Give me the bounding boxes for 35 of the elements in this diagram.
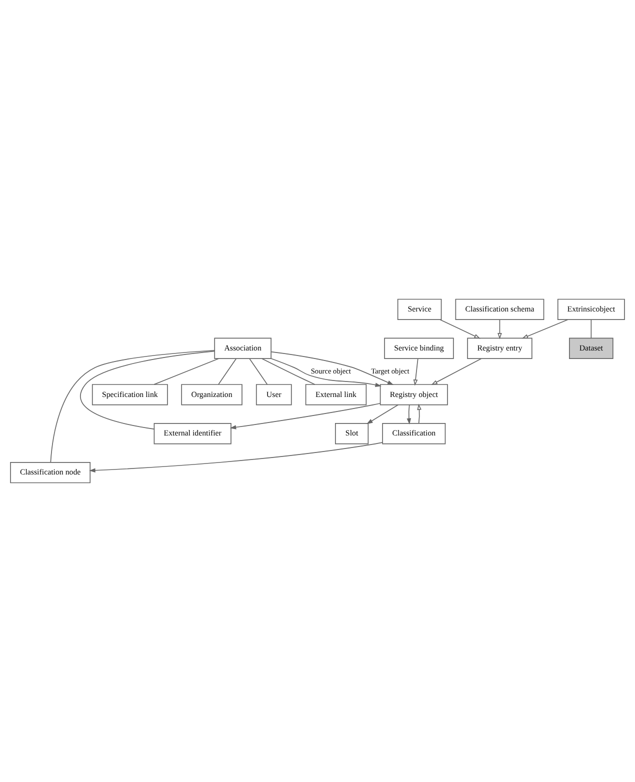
node-box: User [256, 384, 292, 406]
node-box: Classification schema [455, 298, 544, 320]
node-box: External identifier [154, 423, 232, 444]
arrow [406, 404, 412, 424]
node-box: Classification node [10, 462, 91, 484]
node-box: Service [397, 298, 442, 320]
node-box: Extrinsicobject [557, 298, 625, 320]
connector [50, 350, 215, 463]
node-box: Classification [382, 423, 446, 444]
connector [154, 358, 220, 385]
arrow [522, 319, 568, 339]
connector [262, 358, 316, 385]
node-box: Dataset [569, 338, 614, 359]
arrow [89, 442, 383, 473]
arrow [440, 319, 480, 339]
connector [80, 350, 215, 430]
node-box: Slot [335, 423, 369, 444]
node-box: Registry object [380, 384, 448, 406]
connector [218, 358, 237, 385]
connector [249, 358, 268, 385]
arrow [413, 358, 418, 386]
arrow [230, 402, 381, 430]
connector [590, 319, 592, 338]
arrow [498, 319, 502, 340]
node-box: Organization [181, 384, 242, 406]
node-box: External link [305, 384, 367, 406]
node-box: Service binding [384, 338, 454, 359]
node-box: Specification link [92, 384, 168, 406]
arrow [417, 404, 422, 424]
arrow [366, 404, 398, 424]
arrow [270, 351, 394, 386]
arrow [431, 358, 482, 386]
arrow [270, 358, 382, 388]
node-box: Association [214, 338, 272, 359]
node-box: Registry entry [467, 338, 532, 359]
